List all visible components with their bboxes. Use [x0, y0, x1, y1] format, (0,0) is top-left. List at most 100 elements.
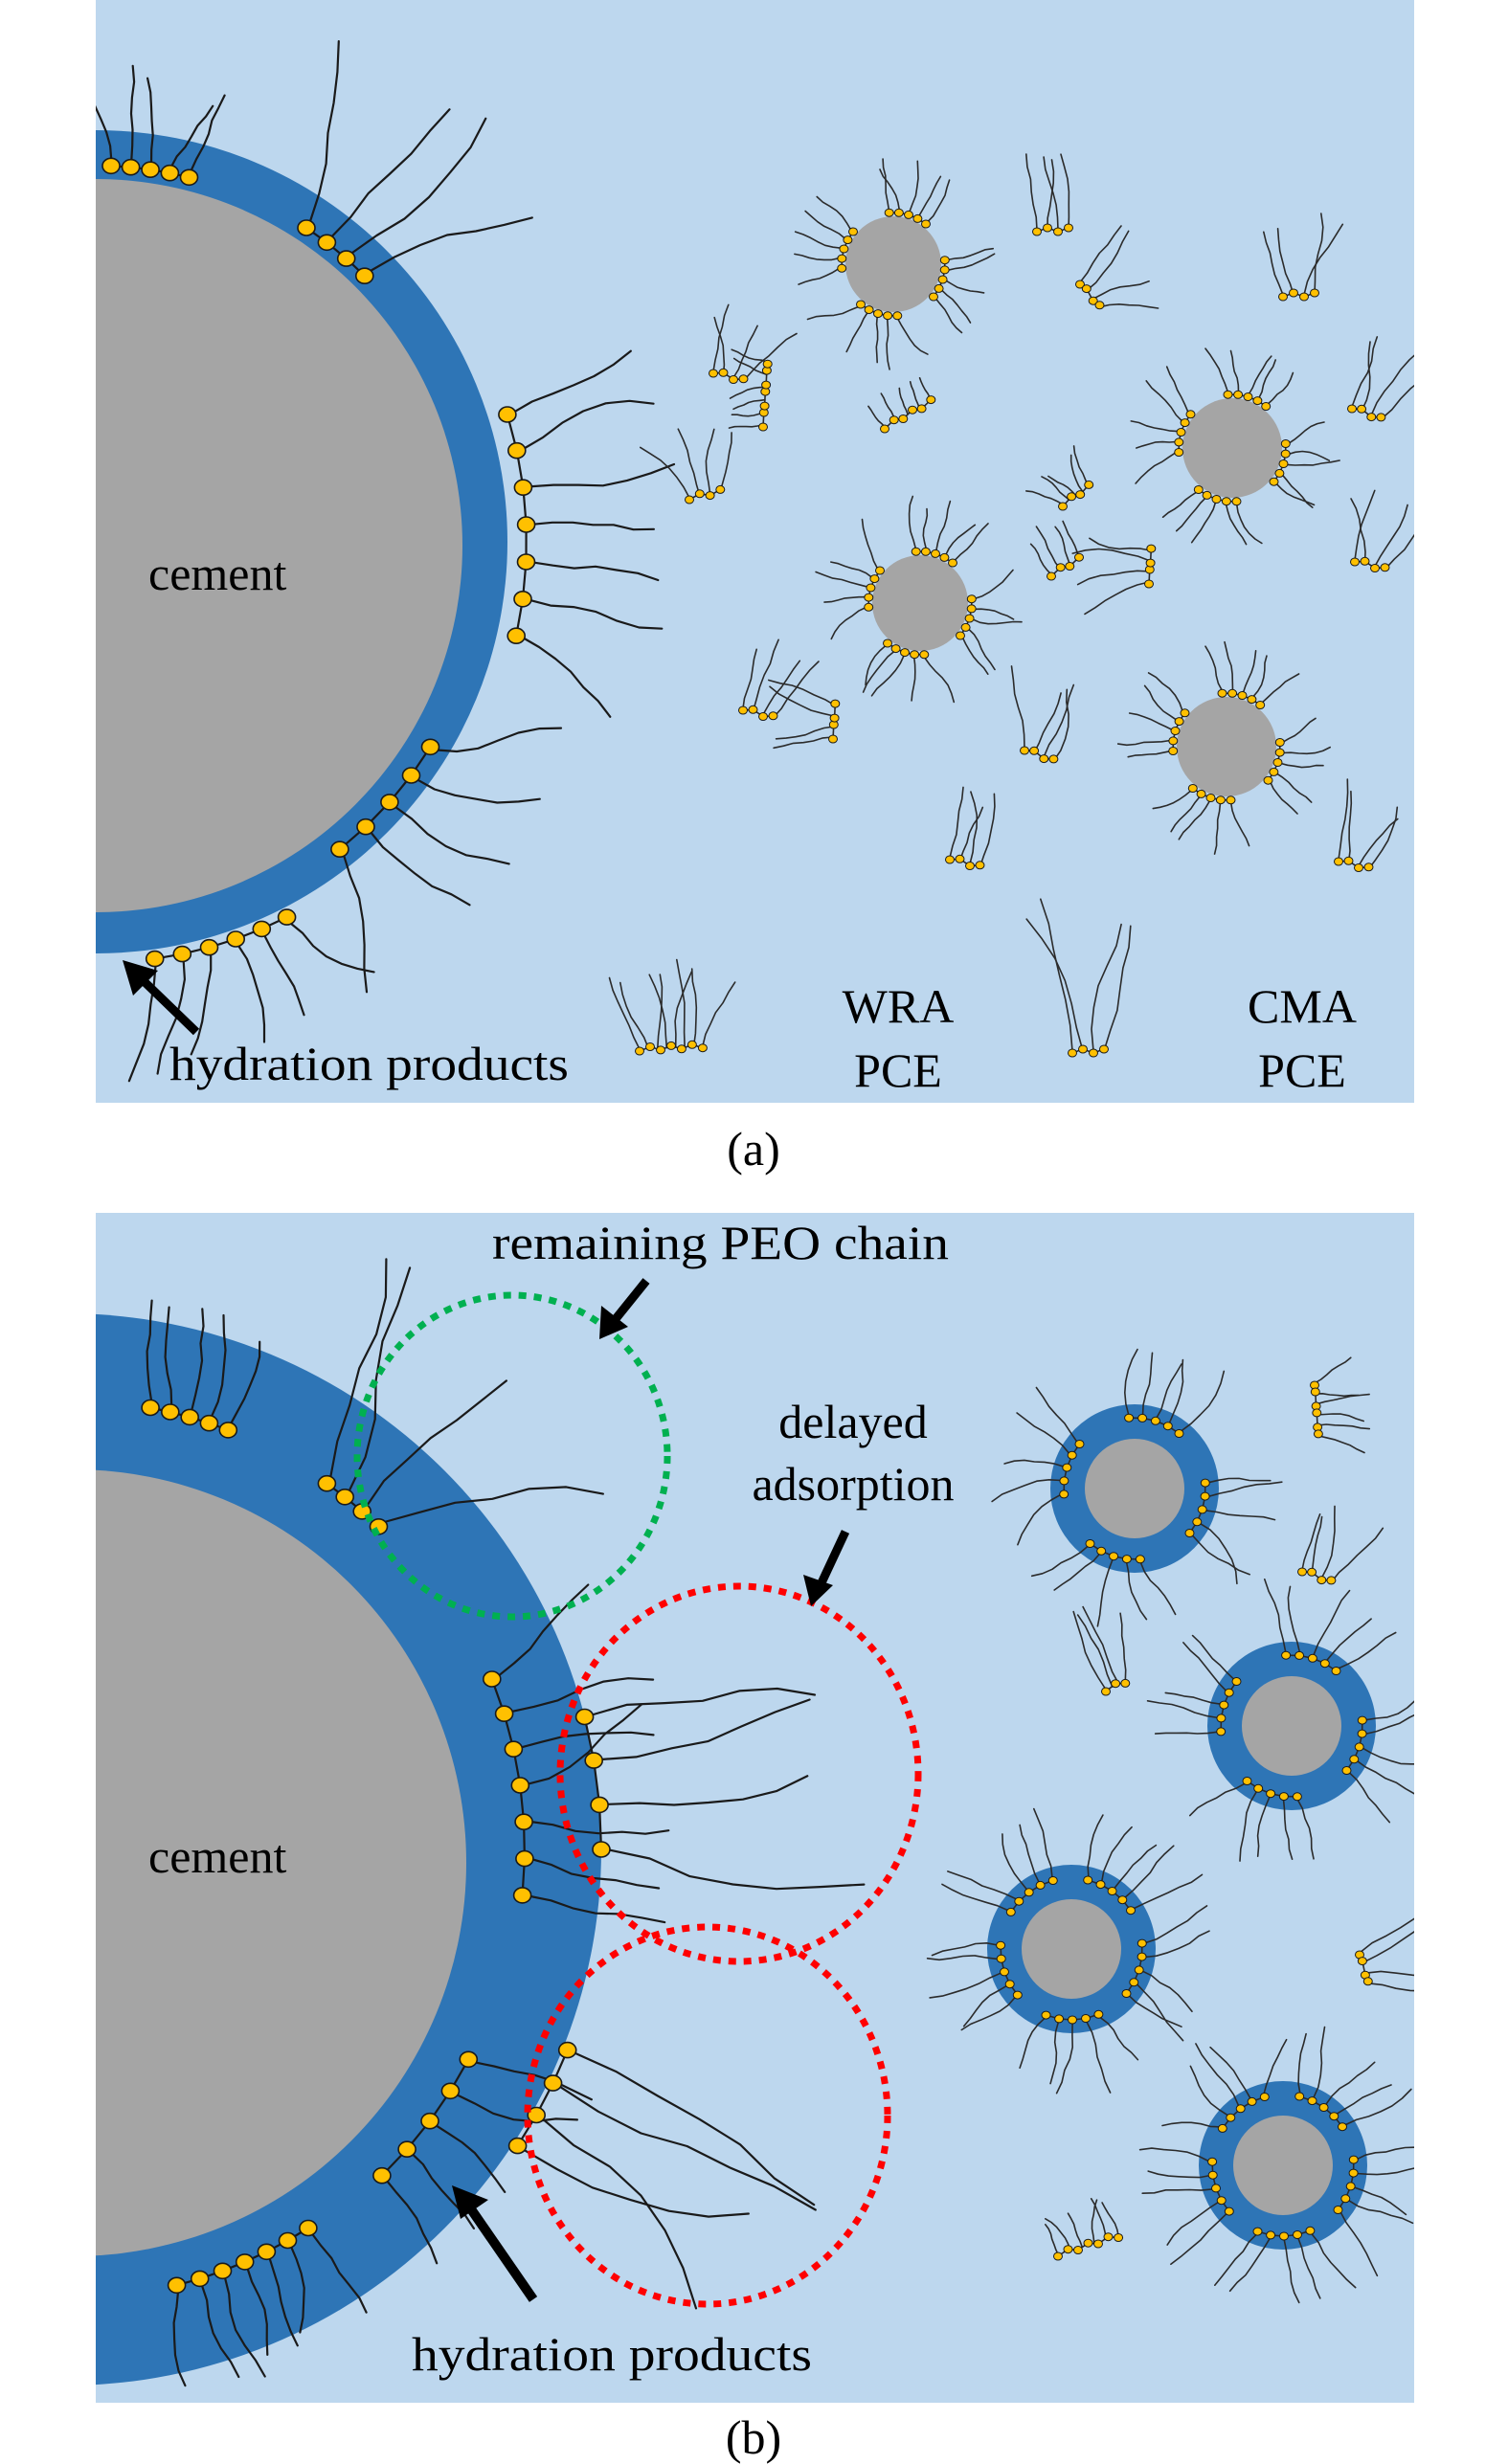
- carboxylate-anchor: [1211, 2184, 1221, 2193]
- carboxylate-anchor: [1024, 1888, 1034, 1897]
- delayed-adsorption-highlight-circle-1: [556, 1582, 922, 1965]
- carboxylate-anchor: [1259, 2093, 1270, 2101]
- peo-side-chain: [1270, 781, 1298, 815]
- particle-core: [1242, 1676, 1341, 1776]
- carboxylate-anchor: [330, 840, 349, 859]
- carboxylate-anchor: [1200, 1491, 1210, 1501]
- peo-side-chain: [865, 644, 887, 686]
- peo-side-chain: [945, 524, 977, 556]
- carboxylate-anchor: [1048, 754, 1059, 764]
- peo-side-chain: [941, 1883, 1010, 1912]
- peo-side-chain: [909, 381, 920, 409]
- peo-side-chain: [190, 952, 213, 1056]
- carboxylate-anchor: [1294, 1650, 1305, 1660]
- carboxylate-anchor: [1247, 2096, 1257, 2106]
- peo-side-chain: [1229, 802, 1250, 847]
- peo-side-chain: [1190, 501, 1217, 544]
- carboxylate-anchor: [1293, 2230, 1302, 2239]
- peo-side-chain: [911, 656, 916, 702]
- carboxylate-anchor: [697, 1043, 708, 1053]
- carboxylate-anchor: [1237, 691, 1248, 700]
- carboxylate-anchor: [1269, 477, 1279, 486]
- panel-b-cement-label: cement: [148, 1829, 286, 1883]
- carboxylate-anchor: [1184, 1529, 1195, 1537]
- pce-molecule: [330, 727, 563, 994]
- carboxylate-anchor: [718, 368, 729, 377]
- peo-side-chain: [527, 1894, 666, 1924]
- peo-side-chain: [1213, 801, 1222, 855]
- pce-molecule: [991, 1386, 1085, 1546]
- peo-side-chain: [1314, 1356, 1352, 1384]
- carboxylate-anchor: [1380, 563, 1390, 572]
- peo-side-chain: [1264, 1579, 1287, 1653]
- carboxylate-anchor: [883, 638, 892, 648]
- peo-side-chain: [1364, 1700, 1414, 1721]
- carboxylate-anchor: [1231, 497, 1242, 506]
- peo-side-chain: [1358, 818, 1399, 867]
- free-pce-molecule: [1334, 778, 1399, 872]
- peo-side-chain: [1350, 498, 1366, 565]
- carboxylate-anchor: [1101, 1687, 1111, 1696]
- pce-molecule: [1189, 1777, 1315, 1862]
- peo-side-chain: [1204, 347, 1229, 392]
- carboxylate-anchor: [1334, 857, 1343, 866]
- peo-side-chain: [1276, 228, 1294, 296]
- peo-side-chain: [1229, 349, 1240, 393]
- peo-side-chain: [349, 117, 487, 256]
- carboxylate-anchor: [921, 219, 931, 229]
- carboxylate-anchor: [506, 627, 527, 645]
- carboxylate-anchor: [1000, 1967, 1009, 1977]
- delayed-adsorption-label-line2: adsorption: [752, 1457, 954, 1511]
- carboxylate-anchor: [161, 1403, 180, 1421]
- peo-side-chain: [288, 921, 375, 974]
- pce-molecule: [929, 247, 996, 334]
- pce-molecule: [1184, 1477, 1283, 1585]
- carboxylate-anchor: [354, 267, 374, 285]
- carboxylate-anchor: [317, 1474, 337, 1492]
- peo-side-chain: [1324, 2061, 1376, 2106]
- carboxylate-anchor: [498, 406, 517, 423]
- peo-side-chain: [1361, 1747, 1414, 1765]
- peo-side-chain: [1175, 497, 1206, 532]
- carboxylate-anchor: [516, 516, 536, 533]
- carboxylate-anchor: [1068, 1048, 1077, 1058]
- peo-side-chain: [742, 648, 757, 709]
- peo-side-chain: [1016, 1412, 1070, 1455]
- peo-side-chain: [1091, 2199, 1098, 2245]
- peo-side-chain: [454, 2093, 578, 2123]
- panel-a-free-molecules: [640, 153, 1414, 872]
- carboxylate-anchor: [880, 424, 889, 434]
- carboxylate-anchor: [931, 549, 940, 558]
- carboxylate-anchor: [1180, 418, 1190, 428]
- carboxylate-anchor: [1068, 2015, 1077, 2025]
- carboxylate-anchor: [218, 1422, 238, 1439]
- peo-side-chain: [1060, 153, 1070, 231]
- pce-backbone: [304, 226, 366, 278]
- carboxylate-anchor: [1217, 2123, 1227, 2133]
- carboxylate-anchor: [1357, 1729, 1367, 1738]
- carboxylate-anchor: [1192, 1517, 1203, 1527]
- peo-side-chain: [246, 2266, 269, 2356]
- peo-side-chain: [1182, 1642, 1227, 1692]
- peo-side-chain: [1303, 223, 1344, 296]
- peo-side-chain: [1141, 2188, 1214, 2194]
- carboxylate-anchor: [1242, 1777, 1252, 1785]
- peo-side-chain: [1195, 2043, 1240, 2108]
- carboxylate-anchor: [1243, 392, 1253, 401]
- carboxylate-anchor: [1343, 856, 1354, 865]
- peo-side-chain: [530, 561, 660, 582]
- peo-side-chain: [1275, 482, 1316, 506]
- peo-side-chain: [954, 523, 989, 562]
- carboxylate-anchor: [592, 1841, 611, 1858]
- free-pce-molecule: [867, 377, 936, 434]
- carboxylate-anchor: [199, 938, 219, 956]
- peo-side-chain: [1191, 1534, 1250, 1576]
- carboxylate-anchor: [1041, 2010, 1051, 2020]
- peo-side-chain: [1316, 1413, 1364, 1422]
- peo-side-chain: [702, 981, 736, 1047]
- carboxylate-anchor: [1065, 562, 1075, 571]
- pce-molecule: [167, 2219, 368, 2387]
- peo-side-chain: [794, 253, 841, 261]
- carboxylate-anchor: [1053, 2251, 1063, 2261]
- small-cement-particle: [794, 158, 996, 370]
